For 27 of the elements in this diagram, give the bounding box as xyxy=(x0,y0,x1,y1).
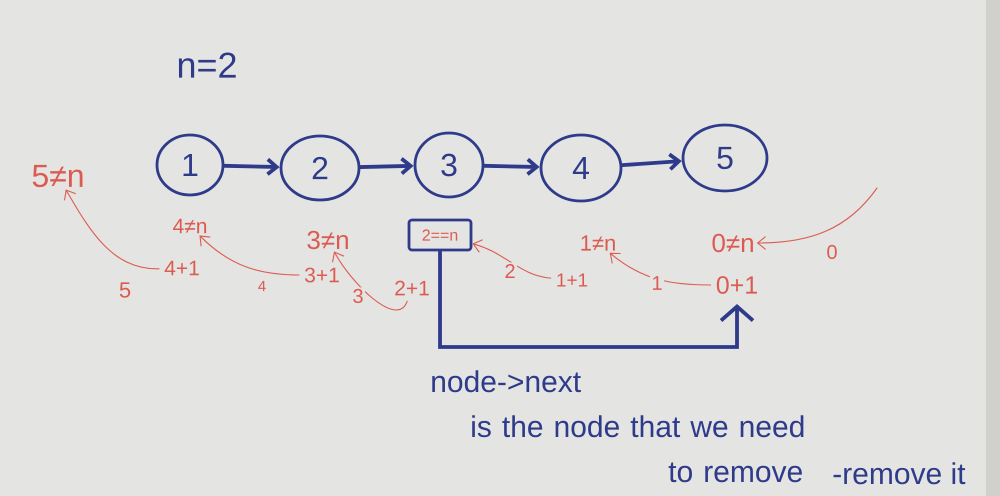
curved-arrow xyxy=(756,187,878,250)
sum-note: 2+1 xyxy=(395,280,429,296)
highlight-box: 2==n xyxy=(408,218,472,252)
comparison-note: 5≠n xyxy=(32,164,82,188)
curved-arrow xyxy=(64,189,160,270)
sum-note: 1+1 xyxy=(557,273,588,287)
curved-arrow xyxy=(610,252,712,286)
comparison-note: 1≠n xyxy=(581,235,615,251)
arrow xyxy=(358,157,414,176)
comparison-note: 3≠n xyxy=(307,230,348,250)
comparison-note: 0≠n xyxy=(712,234,753,252)
elbow-arrow xyxy=(438,250,754,349)
sum-note: 3+1 xyxy=(305,268,339,282)
handwritten-note: -remove it xyxy=(834,462,966,484)
arrow xyxy=(482,158,540,176)
sum-note: 0+1 xyxy=(716,276,757,294)
handwritten-note: n=2 xyxy=(178,52,236,78)
arrow xyxy=(620,152,682,171)
sum-note: 4+1 xyxy=(164,260,199,276)
curved-arrow xyxy=(199,235,300,276)
edge-label: 2 xyxy=(502,262,518,280)
comparison-note: 4≠n xyxy=(173,218,206,234)
arrow xyxy=(222,158,280,176)
edge-label: 1 xyxy=(650,274,664,292)
handwritten-note: node->next is the node that we need to remove xyxy=(432,370,804,482)
curved-arrow xyxy=(332,251,408,310)
curved-arrow xyxy=(472,239,552,279)
